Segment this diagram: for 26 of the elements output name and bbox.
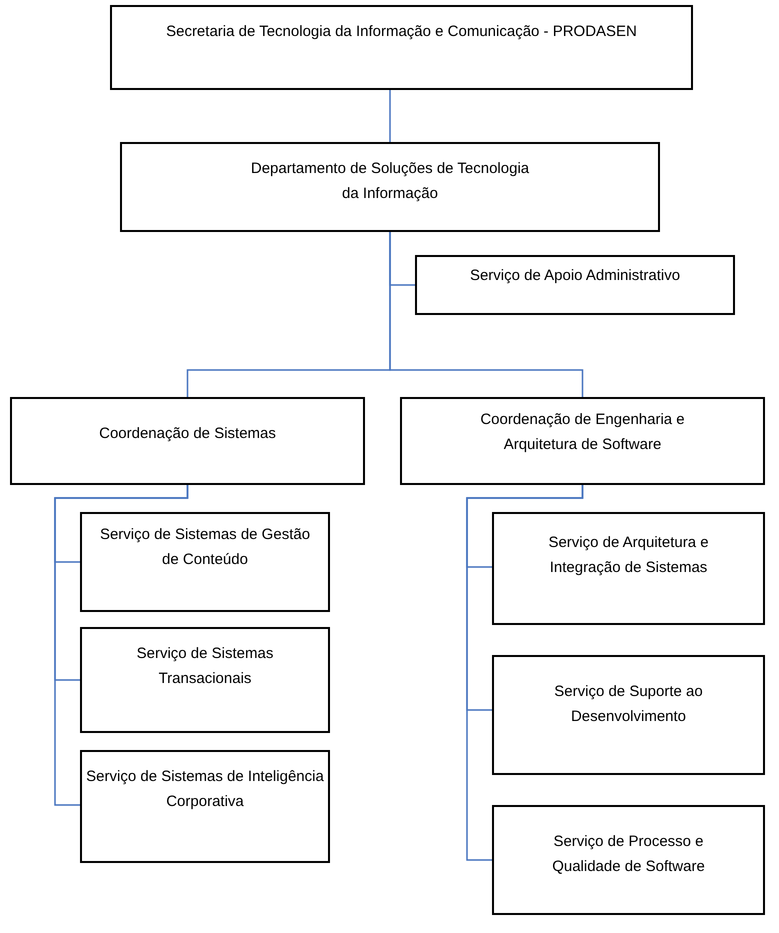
org-box: [492, 655, 765, 775]
box-label: Serviço de Processo e Qualidade de Software: [551, 832, 706, 877]
org-box: [492, 805, 765, 915]
connector-line: [54, 485, 188, 806]
box-label: Serviço de Sistemas Transacionais: [136, 644, 274, 689]
org-box: [80, 750, 330, 863]
org-box: [110, 5, 693, 90]
box-label: Serviço de Suporte ao Desenvolvimento: [553, 682, 704, 727]
box-label: Serviço de Sistemas de Gestão de Conteúdo: [98, 525, 312, 570]
box-label: Coordenação de Engenharia e Arquitetura de Software: [479, 410, 686, 455]
org-box: [400, 397, 765, 485]
box-label: Serviço de Apoio Administrativo: [470, 266, 680, 286]
box-label: Secretaria de Tecnologia da Informação e Comunicação - PRODASEN: [166, 22, 637, 42]
connector-line: [389, 232, 584, 397]
box-label: Serviço de Sistemas de Inteligência Corporativa: [85, 767, 325, 812]
box-label: Coordenação de Sistemas: [99, 424, 276, 444]
box-label: Serviço de Arquitetura e Integração de Sistemas: [547, 533, 710, 578]
connector-line: [389, 90, 391, 142]
box-label: Departamento de Soluções de Tecnologia da Informação: [250, 159, 530, 204]
org-box: [415, 255, 735, 315]
org-box: [120, 142, 660, 232]
org-box: [492, 512, 765, 625]
connector-line: [466, 485, 584, 861]
org-box: [80, 512, 330, 612]
org-box: [80, 627, 330, 733]
org-box: [10, 397, 365, 485]
